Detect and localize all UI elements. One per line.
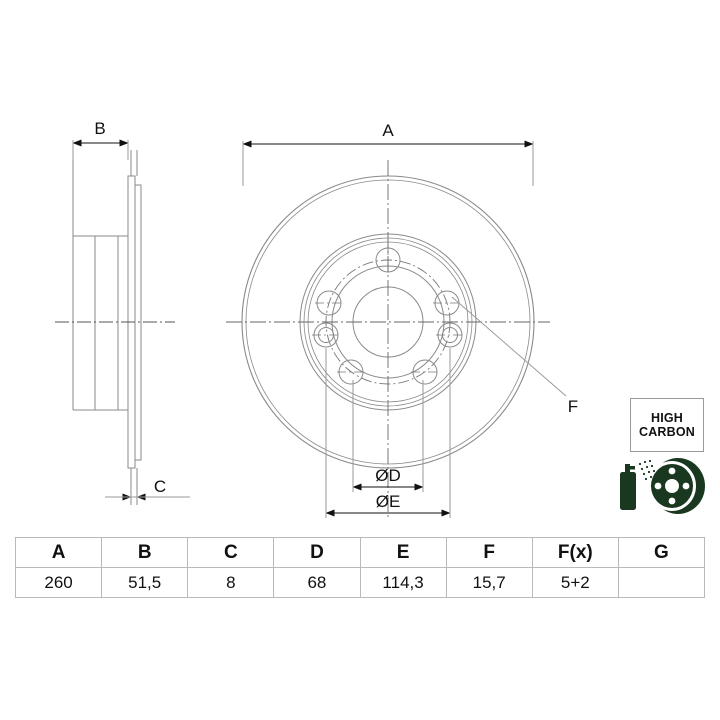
col-header-G: G [617, 537, 706, 568]
dimension-D: ØD [352, 380, 424, 492]
cell-value-E: 114,3 [359, 567, 447, 598]
table-row: 260 51,5 8 68 114,3 15,7 5+2 [14, 567, 706, 598]
leader-F: F [451, 296, 578, 416]
spray-can-coating-disc-icon [620, 458, 705, 514]
col-header-F: F [445, 537, 533, 568]
table-header-row: A B C D E F F(x) G [14, 537, 706, 568]
cell-value-D: 68 [273, 567, 361, 598]
high-carbon-badge: HIGH CARBON [630, 398, 704, 452]
badge-line-2: CARBON [638, 425, 696, 439]
dimension-E: ØE [325, 348, 451, 518]
dimension-E-label: ØE [376, 492, 401, 511]
col-header-C: C [187, 537, 275, 568]
dimension-D-label: ØD [375, 466, 401, 485]
dimension-C: C [105, 477, 190, 501]
side-view-geometry [72, 150, 142, 505]
cell-value-F: 15,7 [445, 567, 533, 598]
dimension-F-label: F [568, 397, 578, 416]
cell-value-C: 8 [187, 567, 275, 598]
col-header-Fx: F(x) [531, 537, 619, 568]
col-header-D: D [273, 537, 361, 568]
cell-value-G [617, 567, 706, 598]
col-header-A: A [14, 537, 103, 568]
cell-value-Fx: 5+2 [531, 567, 619, 598]
col-header-E: E [359, 537, 447, 568]
hole-centerlines [312, 246, 464, 373]
dimension-B: B [72, 119, 129, 160]
dimension-C-label: C [154, 477, 166, 496]
dimension-A-label: A [382, 121, 394, 140]
cell-value-A: 260 [14, 567, 103, 598]
dimension-A: A [242, 121, 534, 186]
badge-line-1: HIGH [650, 410, 684, 425]
col-header-B: B [101, 537, 189, 568]
dimension-table: A B C D E F F(x) G 260 51,5 8 68 114,3 1… [14, 537, 706, 598]
front-view-centerlines [226, 160, 550, 520]
cell-value-B: 51,5 [101, 567, 189, 598]
dimension-B-label: B [94, 119, 105, 138]
